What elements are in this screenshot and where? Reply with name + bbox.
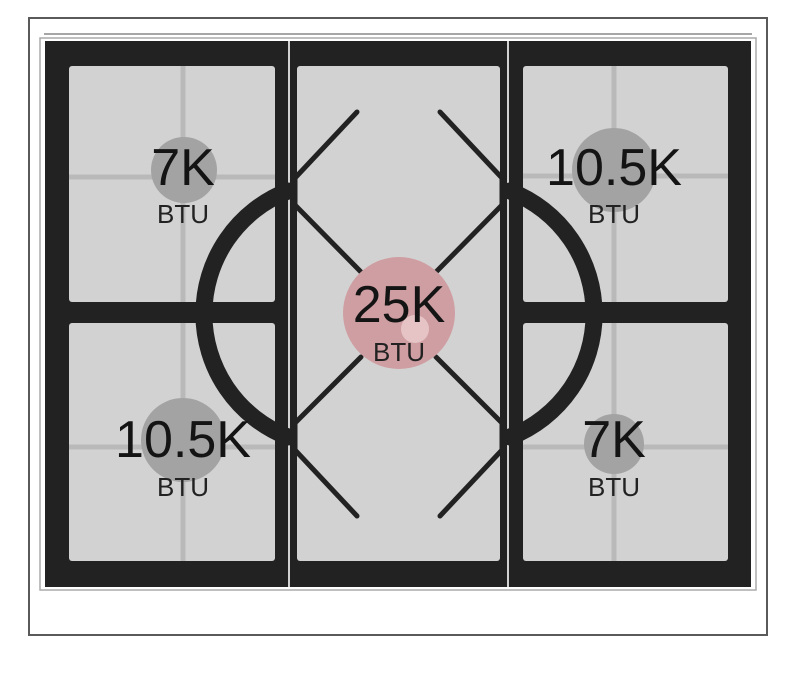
burner-rear-right — [572, 128, 656, 212]
burner-front-right — [584, 414, 644, 474]
burner-front-right-unit: BTU — [588, 472, 640, 502]
burner-front-left-unit: BTU — [157, 472, 209, 502]
center-grate-arches — [195, 182, 603, 446]
burner-rear-right-unit: BTU — [588, 199, 640, 229]
burner-rear-left-unit: BTU — [157, 199, 209, 229]
burner-center-unit: BTU — [373, 337, 425, 367]
burner-rear-right-rating: 10.5K — [546, 139, 682, 197]
burner-discs — [141, 128, 656, 482]
center-grate-rods — [292, 109, 505, 519]
burner-labels: 7K BTU 10.5K BTU 25K BTU 10.5K BTU 7K BT… — [115, 139, 682, 502]
burner-rear-left — [151, 137, 217, 203]
burner-front-left-rating: 10.5K — [115, 411, 251, 469]
burner-center-cap — [401, 315, 429, 343]
burner-front-right-rating: 7K — [582, 411, 646, 469]
burner-rear-left-rating: 7K — [151, 139, 215, 197]
burner-center — [343, 257, 455, 369]
burner-center-rating: 25K — [353, 276, 446, 334]
burner-front-left — [141, 398, 225, 482]
